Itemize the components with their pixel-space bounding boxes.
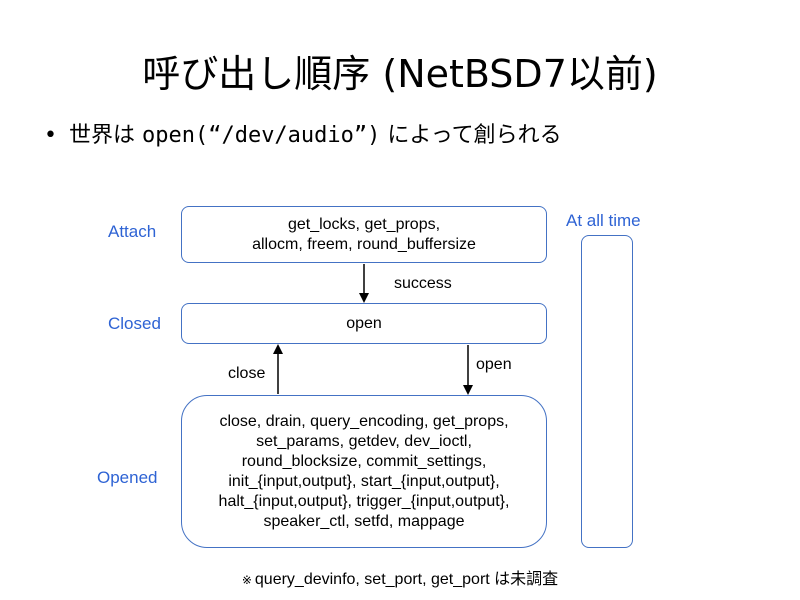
footnote: ※query_devinfo, set_port, get_port は未調査 [0, 570, 800, 590]
closed-state-box: open [181, 303, 547, 344]
bullet-code: open(“/dev/audio”) [141, 123, 381, 148]
bullet-suffix: によって創られる [380, 123, 562, 148]
bullet-item: • 世界は open(“/dev/audio”) によって創られる [44, 120, 562, 152]
footnote-text: query_devinfo, set_port, get_port は未調査 [254, 571, 559, 588]
state-label-opened: Opened [97, 468, 158, 487]
closed-functions: open [346, 314, 382, 332]
state-label-closed: Closed [108, 314, 161, 333]
footnote-mark: ※ [241, 573, 252, 587]
transition-label-close: close [228, 365, 266, 382]
all-time-state-box [581, 235, 633, 548]
state-label-all-time: At all time [566, 211, 641, 230]
transition-label-success: success [394, 275, 452, 292]
state-label-attach: Attach [108, 222, 157, 241]
attach-functions: get_locks, get_props, allocm, freem, rou… [252, 215, 476, 253]
bullet-marker: • [44, 123, 57, 148]
opened-functions: close, drain, query_encoding, get_props,… [218, 412, 510, 530]
bullet-prefix: 世界は [68, 123, 142, 148]
transition-label-open: open [476, 356, 512, 373]
attach-state-box: get_locks, get_props, allocm, freem, rou… [181, 206, 547, 263]
slide-title: 呼び出し順序 (NetBSD7以前) [142, 52, 658, 96]
opened-state-box: close, drain, query_encoding, get_props,… [181, 395, 547, 548]
